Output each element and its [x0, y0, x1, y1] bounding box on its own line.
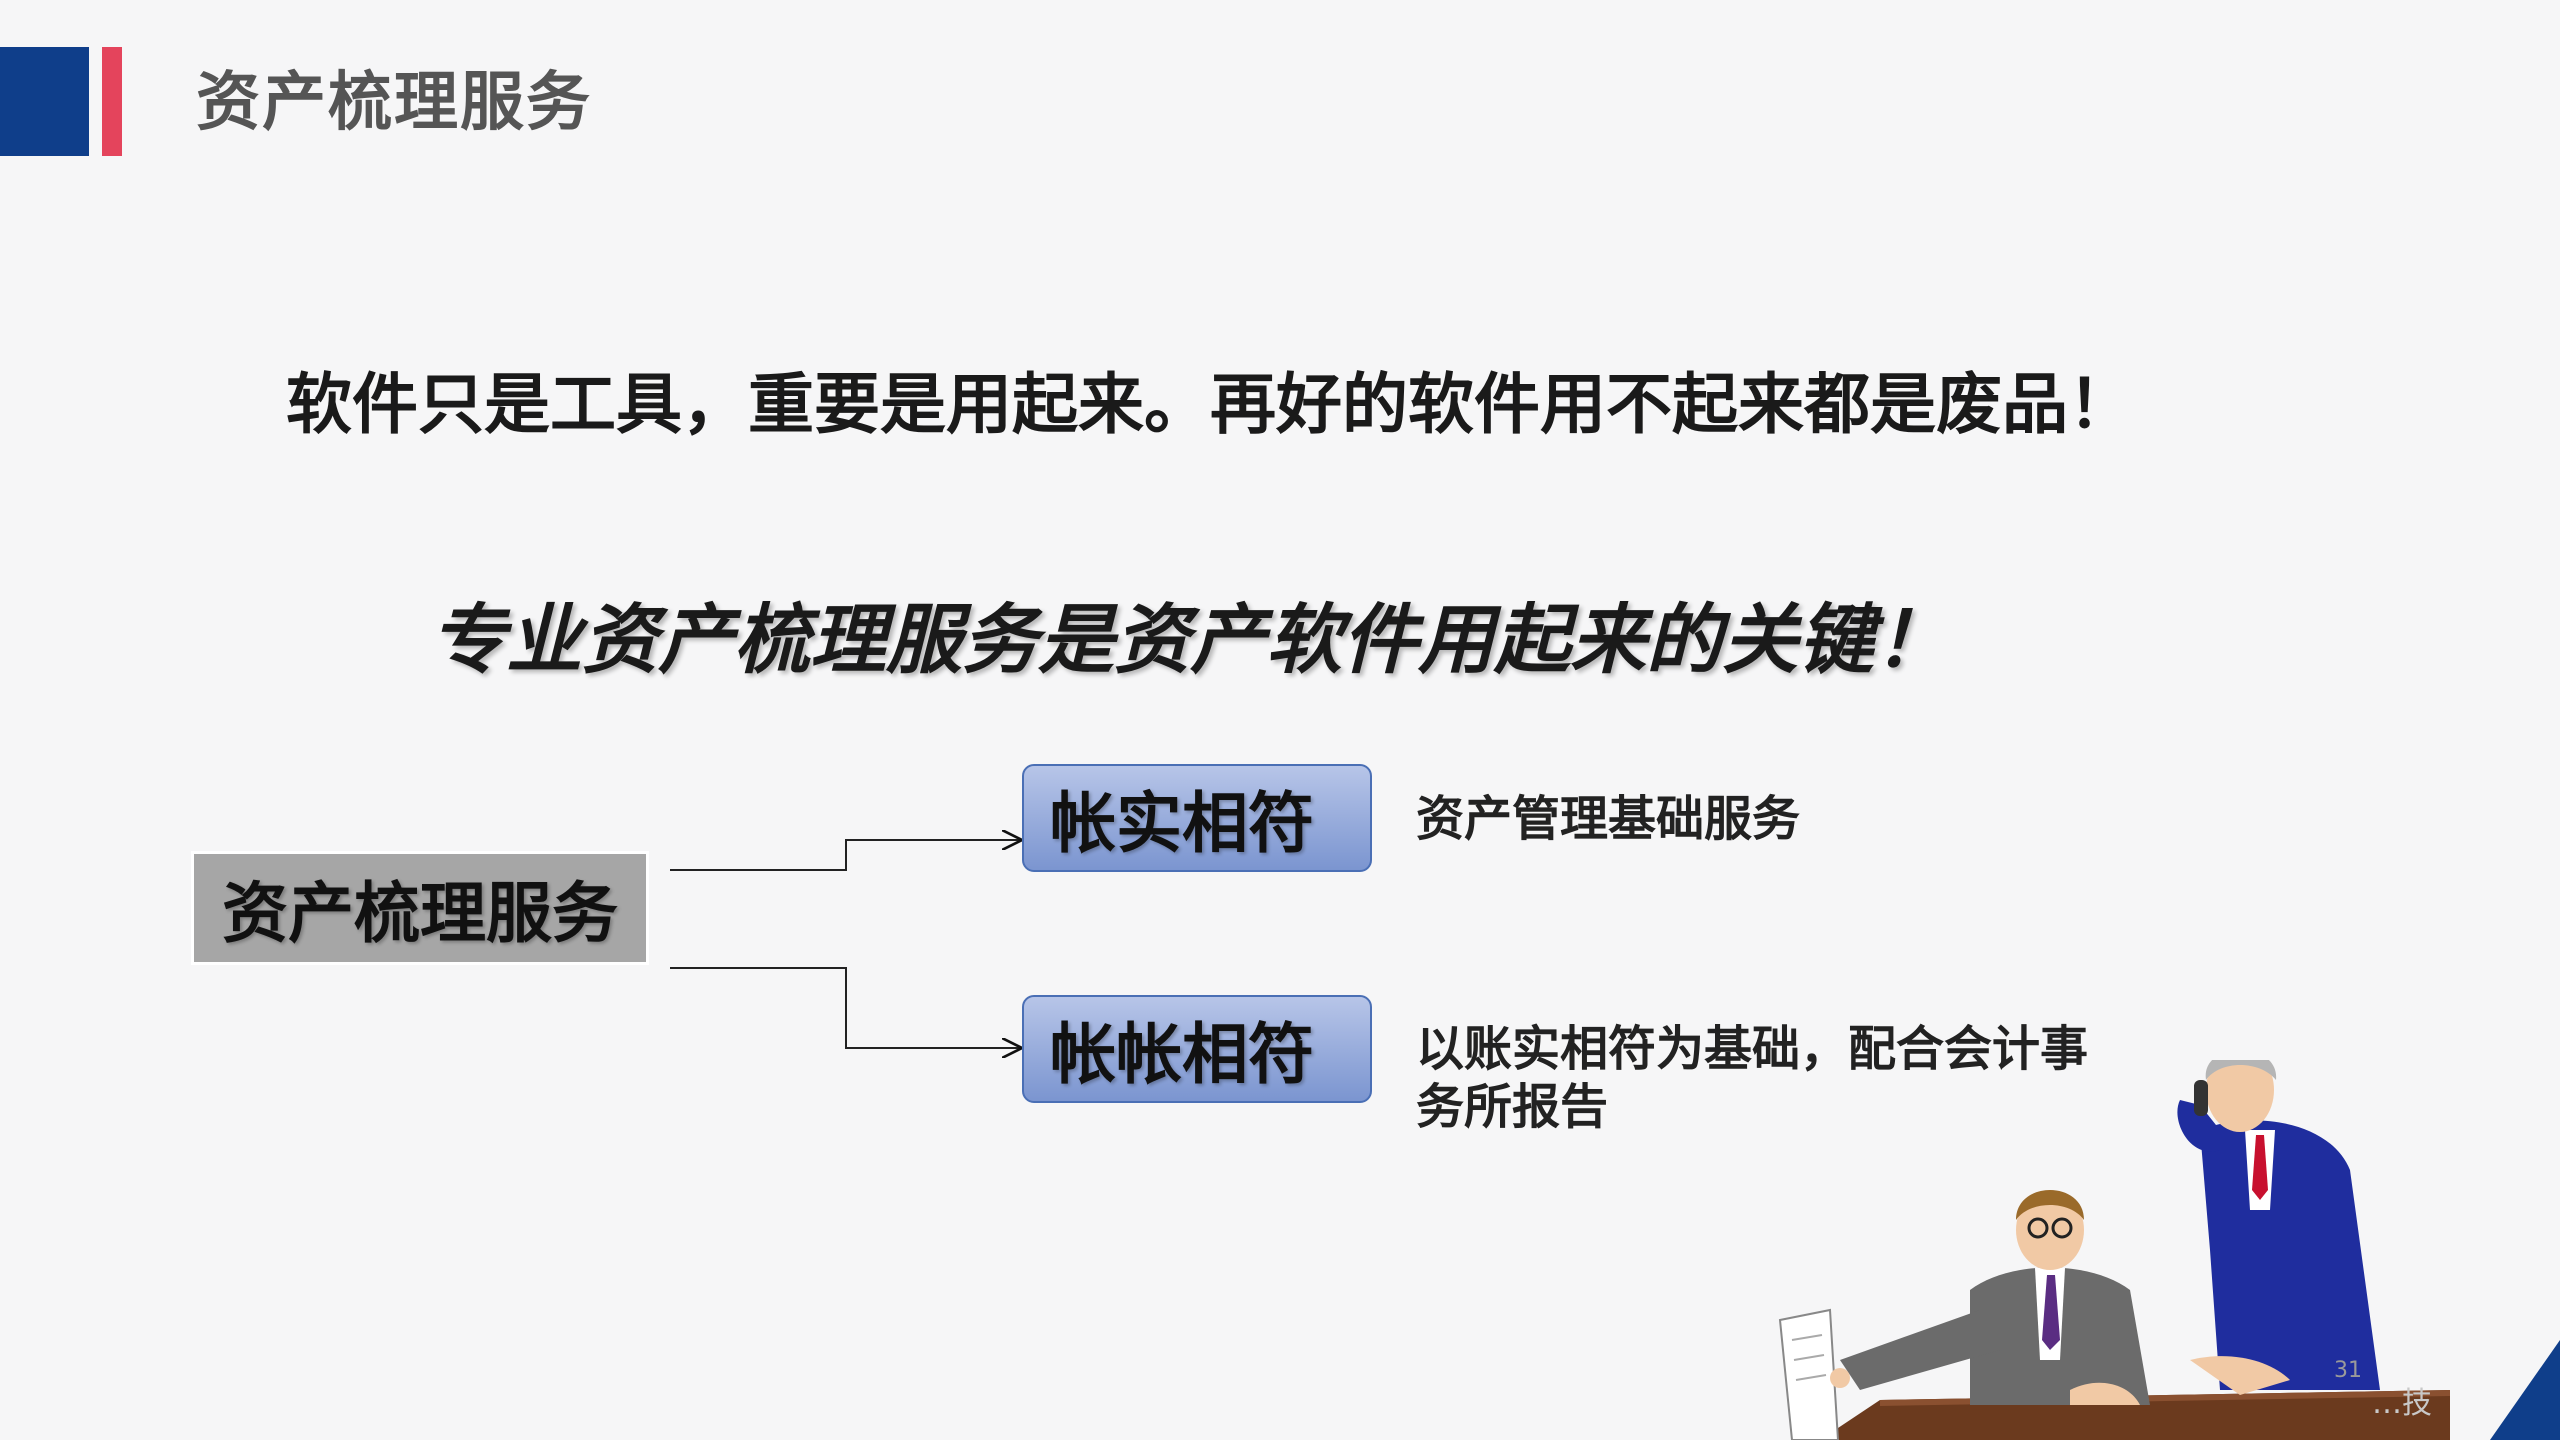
watermark: …技 [2372, 1386, 2432, 1421]
diagram-child-2-description: 以账实相符为基础，配合会计事务所报告 [1416, 1021, 2089, 1135]
connector-to-child-2 [670, 967, 1020, 1048]
diagram-root-box: 资产梳理服务 [191, 851, 649, 965]
connector-to-child-1 [670, 840, 1020, 871]
headline: 软件只是工具，重要是用起来。再好的软件用不起来都是废品！ [286, 366, 2134, 443]
diagram-child-1-description: 资产管理基础服务 [1416, 791, 1801, 847]
title-accent-red-bar [102, 47, 122, 156]
corner-accent [2490, 1340, 2560, 1440]
diagram-child-2-box: 帐帐相符 [1022, 995, 1372, 1103]
page-title: 资产梳理服务 [196, 66, 592, 140]
business-people-illustration [1778, 1060, 2450, 1440]
page-number: 31 [2334, 1358, 2362, 1383]
diagram-child-1-box: 帐实相符 [1022, 764, 1372, 872]
title-accent-blue-bar [0, 47, 89, 156]
subheadline: 专业资产梳理服务是资产软件用起来的关键！ [430, 595, 1950, 684]
